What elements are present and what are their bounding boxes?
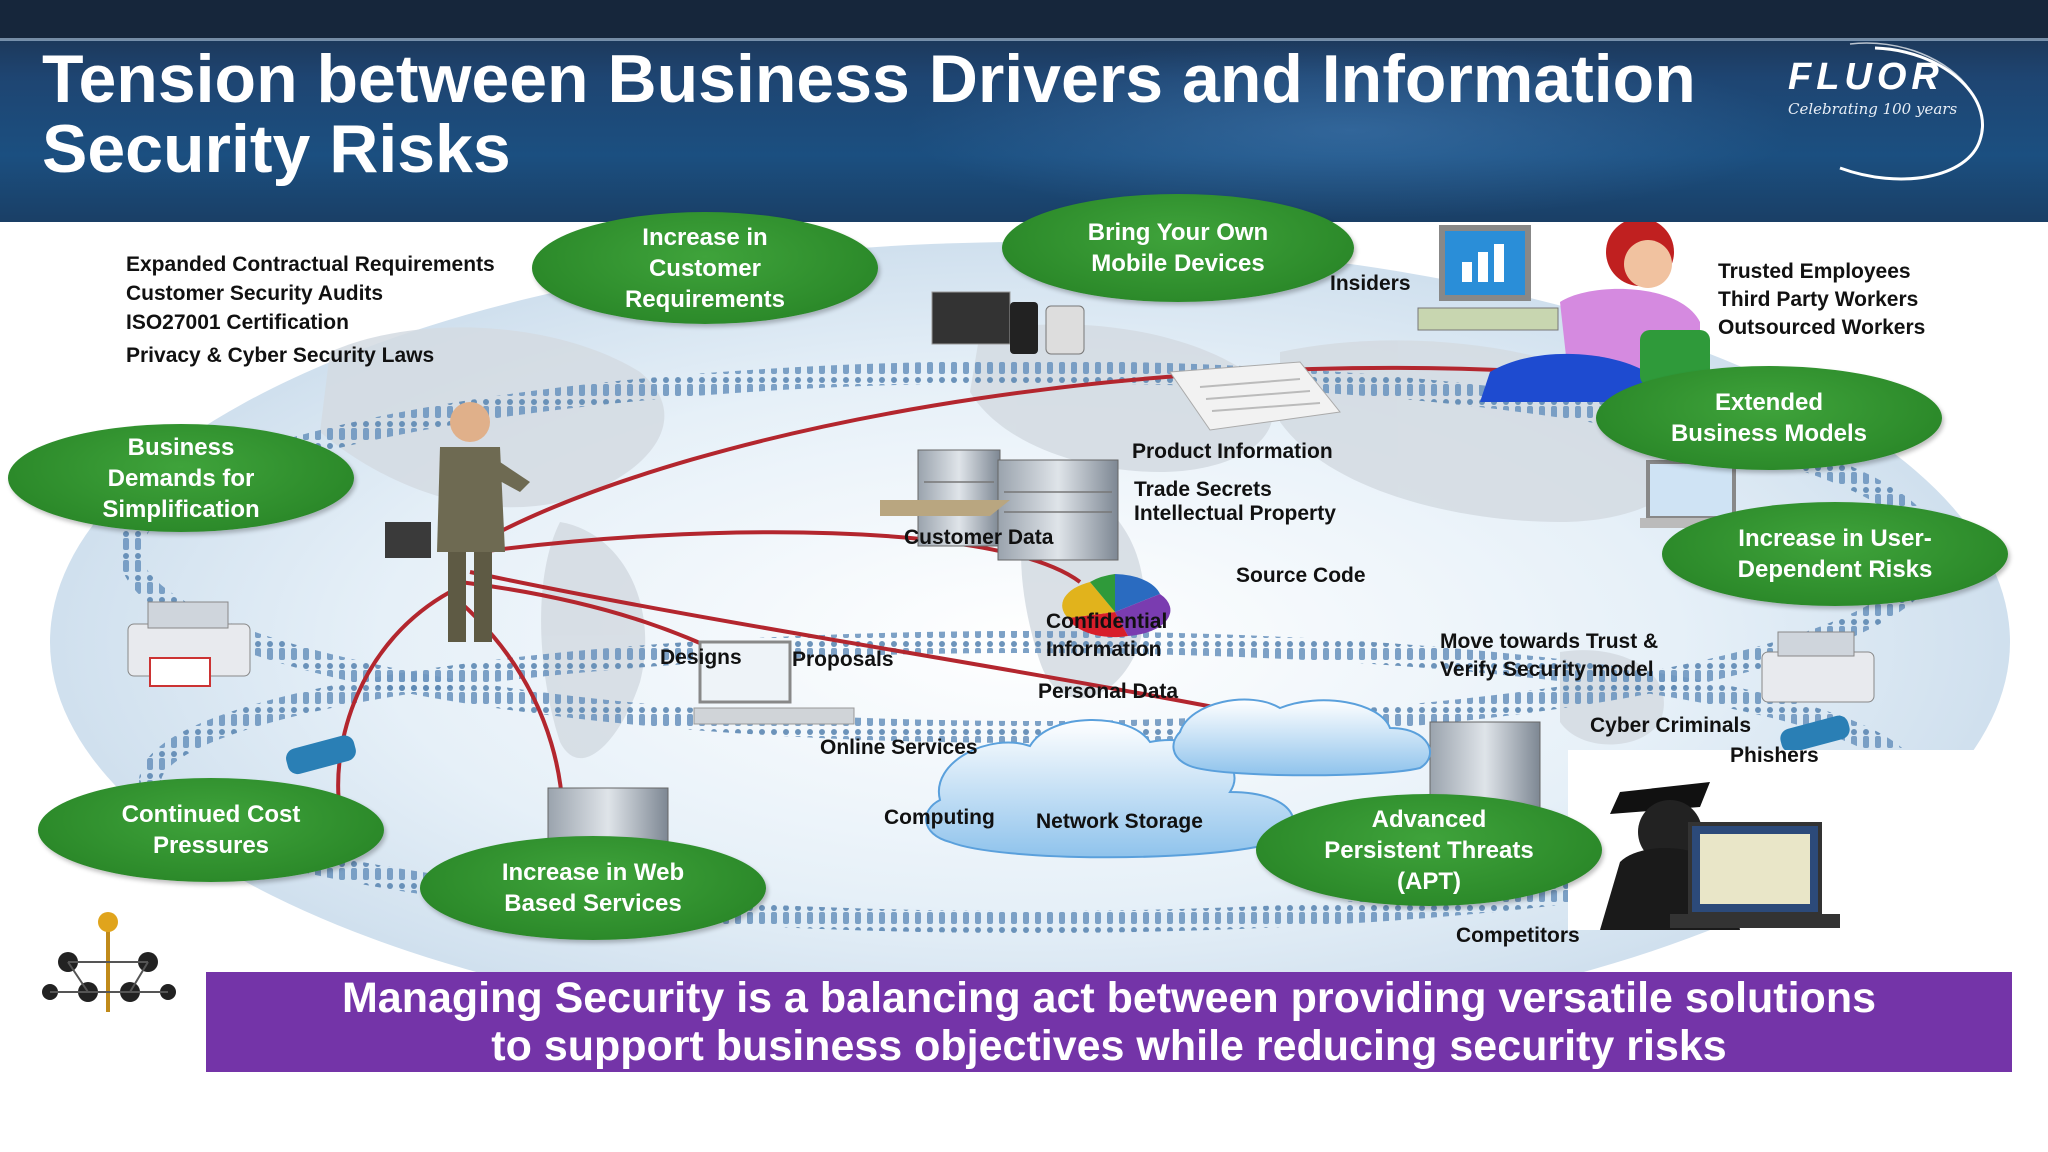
oval-text: Business Models [1670,420,1868,447]
label-line: Third Party Workers [1718,288,1919,311]
label-personal-data: Personal Data [1038,680,1179,703]
header-glow [900,40,1800,220]
label-insiders: Insiders [1330,272,1411,295]
label-line: Confidential [1046,610,1168,633]
label-computing: Computing [884,806,995,829]
label-line: Expanded Contractual Requirements [126,253,495,276]
oval-text: Requirements [624,285,786,313]
label-line: Privacy & Cyber Security Laws [126,344,435,367]
label-competitors: Competitors [1456,924,1580,947]
label-line: Intellectual Property [1134,502,1336,525]
confidential-pie-icon [1062,574,1171,638]
label-online-services: Online Services [820,736,978,759]
molecule-icon [42,912,176,1012]
printer-left-icon [127,601,251,687]
oval-text: Advanced [1371,805,1487,833]
banner-line-1: Managing Security is a balancing act bet… [341,974,1877,1022]
label-proposals: Proposals [792,648,894,671]
oval-text: Pressures [152,832,270,859]
printer-right-icon [1761,631,1875,703]
oval-text: Based Services [504,890,682,917]
oval-text: Increase in Web [501,859,685,886]
label-network-storage: Network Storage [1036,810,1203,833]
oval-text: Persistent Threats [1324,836,1534,864]
designs-monitor-icon [693,640,855,725]
fluor-logo-swoosh-icon [1839,42,1984,181]
mobile-devices-icon [880,291,1085,516]
businessman-icon [385,402,530,642]
header-bar: Tension between Business Drivers and Inf… [0,0,2048,222]
oval-text: Continued Cost [121,801,301,828]
label-line: Trade Secrets [1134,478,1272,501]
hacker-icon [1568,750,2008,930]
label-product-information: Product Information [1132,440,1333,463]
label-line: Move towards Trust & [1440,630,1659,653]
page-title: Tension between Business Drivers and Inf… [42,44,1782,184]
label-cyber-criminals: Cyber Criminals [1590,714,1752,737]
label-trust-verify: Move towards Trust & Verify Security mod… [1440,628,1658,684]
oval-text: Increase in [642,223,768,251]
oval-text: Simplification [102,495,260,523]
summary-banner: Managing Security is a balancing act bet… [206,972,2012,1072]
header-divider-line [0,38,2048,41]
oval-text: Extended [1714,389,1824,416]
label-line: Verify Security model [1440,658,1654,681]
logo-wordmark: FLUOR [1788,56,1944,98]
label-line: Information [1046,638,1162,661]
label-line: ISO27001 Certification [126,311,349,334]
label-trade-secrets: Trade Secrets Intellectual Property [1134,478,1336,526]
usb-drive-icon [286,715,1850,775]
header-top-band [0,0,2048,40]
label-customer-data: Customer Data [904,526,1054,549]
oval-text: Bring Your Own [1087,219,1269,246]
label-workers: Trusted Employees Third Party Workers Ou… [1718,258,1925,342]
title-line-1: Tension between Business Drivers and Inf… [42,41,1696,117]
cloud-icon [925,698,1431,859]
label-designs: Designs [660,646,742,669]
label-source-code: Source Code [1236,564,1366,587]
oval-text: Demands for [107,464,255,492]
label-line: Trusted Employees [1718,260,1911,283]
oval-text: Increase in User- [1738,525,1932,552]
oval-text: (APT) [1397,867,1461,895]
oval-text: Business [127,433,235,461]
oval-text: Customer [648,254,761,282]
oval-user-dependent-risks: Increase in User- Dependent Risks [1662,502,2008,606]
oval-text: Dependent Risks [1737,556,1933,583]
server-customer-data [917,449,1119,561]
label-contractual-requirements: Expanded Contractual Requirements Custom… [126,250,495,370]
label-phishers: Phishers [1730,744,1819,767]
label-confidential-information: Confidential Information [1046,608,1167,664]
insider-computer-icon [1417,222,1710,402]
logo-tagline: Celebrating 100 years [1788,100,1958,118]
label-line: Outsourced Workers [1718,316,1926,339]
document-stack-icon [1169,361,1341,431]
oval-text: Mobile Devices [1091,250,1265,277]
label-line: Customer Security Audits [126,282,384,305]
banner-line-2: to support business objectives while red… [491,1022,1727,1070]
title-line-2: Security Risks [42,111,511,187]
